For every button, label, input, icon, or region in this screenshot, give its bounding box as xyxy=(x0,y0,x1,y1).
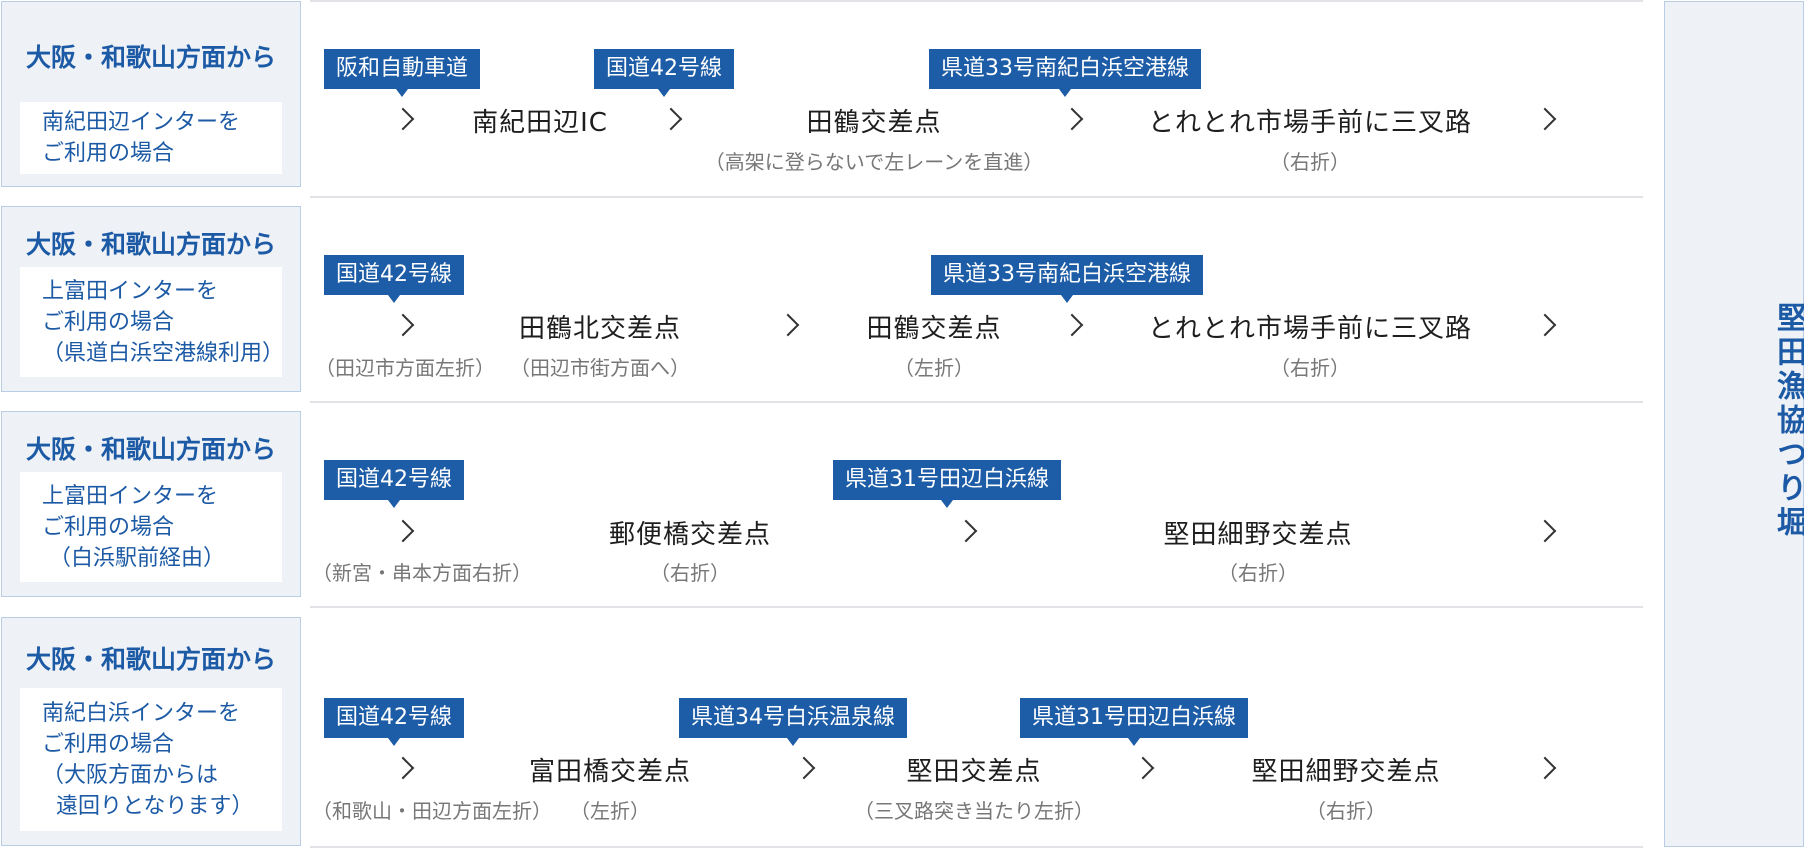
route-access-description: 上富田インターを ご利用の場合 （県道白浜空港線利用） xyxy=(20,267,284,377)
row-divider xyxy=(310,196,1643,198)
road-tag-prefectural-33: 県道33号南紀白浜空港線 xyxy=(929,49,1201,97)
direction-note: （右折） xyxy=(1218,561,1298,585)
road-tag-prefectural-33: 県道33号南紀白浜空港線 xyxy=(931,255,1203,303)
direction-note: （高架に登らないで左レーンを直進） xyxy=(704,150,1044,174)
chevron-right-icon xyxy=(776,313,800,337)
route-origin-title: 大阪・和歌山方面から xyxy=(25,230,276,259)
row-divider xyxy=(310,0,1643,2)
direction-note: （田辺市街方面へ） xyxy=(510,356,690,380)
chevron-right-icon xyxy=(1533,519,1557,543)
row-divider xyxy=(310,606,1643,608)
stop-nanki-tanabe-ic: 南紀田辺IC xyxy=(472,108,608,138)
stop-toretore-fork: とれとれ市場手前に三叉路 xyxy=(1147,314,1473,344)
chevron-right-icon xyxy=(1533,313,1557,337)
chevron-right-icon xyxy=(391,756,415,780)
direction-note: （左折） xyxy=(894,356,974,380)
road-tag-route-42: 国道42号線 xyxy=(324,460,464,508)
road-tag-hanwa-expressway: 阪和自動車道 xyxy=(324,49,481,97)
road-tag-prefectural-31: 県道31号田辺白浜線 xyxy=(833,460,1061,508)
chevron-right-icon xyxy=(954,519,978,543)
route-2-origin-box: 大阪・和歌山方面から 上富田インターを ご利用の場合 （県道白浜空港線利用） xyxy=(1,206,301,392)
chevron-right-icon xyxy=(659,107,683,131)
route-access-description: 南紀白浜インターを ご利用の場合 （大阪方面からは 遠回りとなります） xyxy=(20,688,282,831)
stop-yubinbashi-intersection: 郵便橋交差点 xyxy=(608,520,772,550)
route-origin-title: 大阪・和歌山方面から xyxy=(25,435,276,464)
road-tag-prefectural-34: 県道34号白浜温泉線 xyxy=(679,698,907,746)
stop-tazuru-kita-intersection: 田鶴北交差点 xyxy=(518,314,682,344)
direction-note: （和歌山・田辺方面左折） xyxy=(312,799,552,823)
stop-katata-intersection: 堅田交差点 xyxy=(906,757,1042,787)
direction-note: （右折） xyxy=(1270,150,1350,174)
chevron-right-icon xyxy=(1131,756,1155,780)
direction-note: （田辺市方面左折） xyxy=(315,356,495,380)
direction-note: （左折） xyxy=(570,799,650,823)
chevron-right-icon xyxy=(1060,313,1084,337)
stop-toretore-fork: とれとれ市場手前に三叉路 xyxy=(1147,108,1473,138)
row-divider xyxy=(310,846,1643,848)
chevron-right-icon xyxy=(1533,107,1557,131)
stop-tazuru-intersection: 田鶴交差点 xyxy=(806,108,942,138)
chevron-right-icon xyxy=(1060,107,1084,131)
direction-note: （右折） xyxy=(1306,799,1386,823)
stop-tazuru-intersection: 田鶴交差点 xyxy=(866,314,1002,344)
direction-note: （右折） xyxy=(650,561,730,585)
direction-note: （三叉路突き当たり左折） xyxy=(854,799,1094,823)
stop-katata-hosono-intersection: 堅田細野交差点 xyxy=(1163,520,1353,550)
chevron-right-icon xyxy=(391,519,415,543)
destination-label: 堅田漁協つり堀 xyxy=(1771,302,1804,540)
direction-note: （右折） xyxy=(1270,356,1350,380)
chevron-right-icon xyxy=(1533,756,1557,780)
road-tag-prefectural-31: 県道31号田辺白浜線 xyxy=(1020,698,1248,746)
direction-note: （新宮・串本方面右折） xyxy=(312,561,532,585)
stop-tondabashi-intersection: 富田橋交差点 xyxy=(528,757,692,787)
destination-panel: 堅田漁協つり堀 xyxy=(1664,1,1804,847)
road-tag-route-42: 国道42号線 xyxy=(324,255,464,303)
route-4-origin-box: 大阪・和歌山方面から 南紀白浜インターを ご利用の場合 （大阪方面からは 遠回り… xyxy=(1,617,301,846)
chevron-right-icon xyxy=(391,107,415,131)
chevron-right-icon xyxy=(792,756,816,780)
route-origin-title: 大阪・和歌山方面から xyxy=(25,645,276,674)
row-divider xyxy=(310,401,1643,403)
route-origin-title: 大阪・和歌山方面から xyxy=(25,43,276,72)
stop-katata-hosono-intersection: 堅田細野交差点 xyxy=(1251,757,1441,787)
route-3-origin-box: 大阪・和歌山方面から 上富田インターを ご利用の場合 （白浜駅前経由） xyxy=(1,411,301,597)
route-1-origin-box: 大阪・和歌山方面から 南紀田辺インターを ご利用の場合 xyxy=(1,1,301,187)
chevron-right-icon xyxy=(391,313,415,337)
road-tag-route-42: 国道42号線 xyxy=(324,698,464,746)
road-tag-route-42: 国道42号線 xyxy=(594,49,734,97)
route-access-description: 南紀田辺インターを ご利用の場合 xyxy=(20,102,282,174)
route-access-description: 上富田インターを ご利用の場合 （白浜駅前経由） xyxy=(20,472,282,582)
